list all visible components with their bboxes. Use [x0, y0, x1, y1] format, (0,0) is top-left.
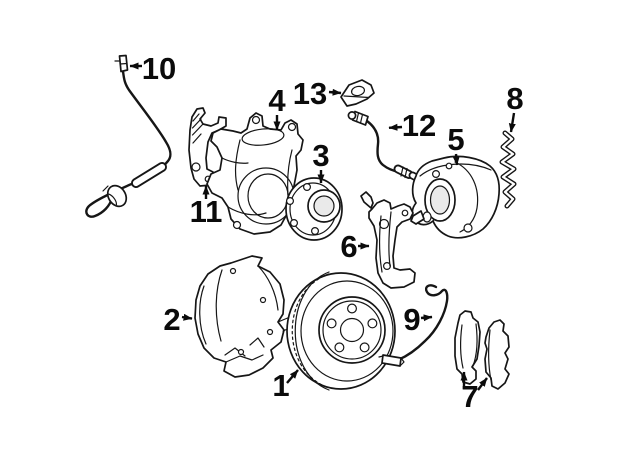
callout-9-label: 9	[403, 302, 420, 337]
callout-1[interactable]: 1	[272, 368, 299, 403]
callout-7-label: 7	[461, 379, 478, 414]
callout-11[interactable]: 11	[190, 185, 223, 229]
callout-13[interactable]: 13	[293, 76, 342, 111]
callout-4-label: 4	[268, 83, 286, 118]
callout-10-label: 10	[142, 51, 176, 86]
part-brake-rotor[interactable]	[286, 271, 396, 391]
callout-6[interactable]: 6	[340, 229, 370, 264]
part-wheel-hub[interactable]	[285, 177, 343, 241]
callout-10[interactable]: 10	[129, 51, 176, 86]
callout-11-label: 11	[190, 194, 223, 229]
part-retaining-clip[interactable]	[340, 79, 375, 107]
part-brake-caliper[interactable]	[410, 155, 501, 239]
callout-1-label: 1	[272, 368, 289, 403]
callout-2-label: 2	[163, 302, 180, 337]
callout-8[interactable]: 8	[506, 81, 524, 133]
part-sensor-bracket[interactable]	[188, 107, 227, 187]
callout-6-label: 6	[340, 229, 357, 264]
callout-8-label: 8	[506, 81, 523, 116]
callout-4[interactable]: 4	[268, 83, 286, 131]
part-brake-pads[interactable]	[454, 310, 510, 390]
part-wear-sensor-lower[interactable]	[378, 284, 449, 367]
callout-13-label: 13	[293, 76, 327, 111]
part-steering-knuckle[interactable]	[206, 112, 304, 235]
callout-3-label: 3	[312, 138, 329, 173]
callout-2[interactable]: 2	[163, 302, 193, 337]
part-anti-rattle-clip[interactable]	[499, 130, 517, 209]
callout-3[interactable]: 3	[312, 138, 330, 184]
callout-12[interactable]: 12	[388, 108, 436, 143]
callout-5-label: 5	[447, 122, 464, 157]
callout-5[interactable]: 5	[447, 122, 465, 166]
part-splash-shield[interactable]	[194, 255, 293, 378]
callout-12-label: 12	[402, 108, 436, 143]
callout-7[interactable]: 7	[460, 371, 488, 414]
part-abs-sensor-wire[interactable]	[85, 54, 172, 218]
callout-9[interactable]: 9	[403, 302, 433, 337]
part-caliper-bracket[interactable]	[360, 191, 416, 289]
